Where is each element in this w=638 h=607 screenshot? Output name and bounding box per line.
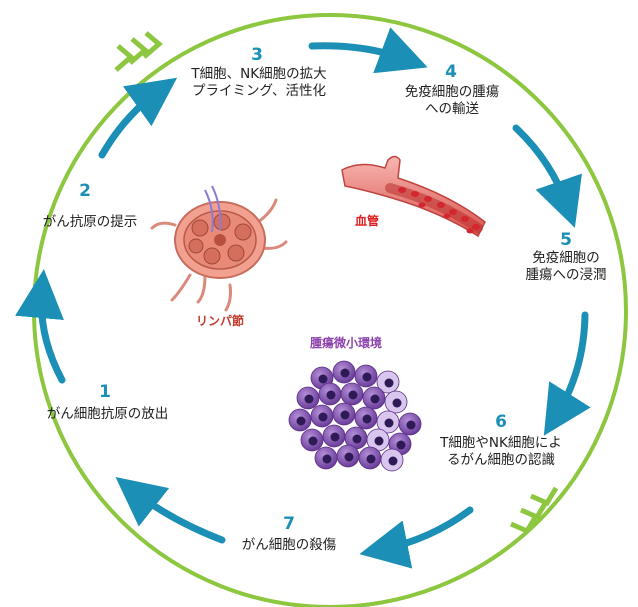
tumor-cell-nucleus xyxy=(388,456,398,466)
tumor-cell-nucleus xyxy=(392,398,402,408)
tumor-cells-icon xyxy=(288,360,422,472)
step-4-line-2: への輸送 xyxy=(425,101,479,117)
tumor-cell-nucleus xyxy=(384,418,394,428)
step-1-line-1: がん細胞抗原の放出 xyxy=(46,406,169,422)
arrow-4-to-5 xyxy=(512,124,582,228)
tumor-cell-nucleus xyxy=(326,390,336,400)
tumor-cell-nucleus xyxy=(318,374,328,384)
step-7-line-1: がん細胞の殺傷 xyxy=(241,537,337,553)
step-7-number: 7 xyxy=(283,514,295,534)
step-3-label: T細胞、NK細胞の拡大 プライミング、活性化 xyxy=(180,66,338,100)
step-6-line-2: るがん細胞の認識 xyxy=(447,452,555,468)
tumor-cell-nucleus xyxy=(340,368,350,378)
step-2-line-1: がん抗原の提示 xyxy=(42,214,138,230)
tumor-cell-nucleus xyxy=(352,434,362,444)
step-5-line-2: 腫瘍への浸潤 xyxy=(525,267,607,283)
lymph-node-icon xyxy=(150,185,288,312)
arrow-2-to-3 xyxy=(98,77,178,159)
step-5-line-1: 免疫細胞の xyxy=(532,250,600,266)
arrow-7-to-1 xyxy=(115,476,226,544)
step-5-number: 5 xyxy=(560,230,572,250)
tumor-cell-nucleus xyxy=(344,452,354,462)
step-4-label: 免疫細胞の腫瘍 への輸送 xyxy=(382,84,522,118)
tumor-cell-nucleus xyxy=(384,378,394,388)
step-4-line-1: 免疫細胞の腫瘍 xyxy=(404,84,500,100)
step-7-label: がん細胞の殺傷 xyxy=(228,537,350,554)
step-6-number: 6 xyxy=(495,412,507,432)
step-2-label: がん抗原の提示 xyxy=(35,214,145,231)
tumor-cell-nucleus xyxy=(308,436,318,446)
step-6-line-1: T細胞やNK細胞によ xyxy=(440,435,562,451)
arrow-5-to-6 xyxy=(543,311,591,436)
tumor-cell-nucleus xyxy=(330,432,340,442)
tumor-cell-nucleus xyxy=(322,454,332,464)
arrow-1-to-2 xyxy=(15,269,66,384)
blood-vessel-label: 血管 xyxy=(354,214,379,228)
step-4-number: 4 xyxy=(445,62,457,82)
step-1-number: 1 xyxy=(99,382,111,402)
lymph-node-label: リンパ節 xyxy=(195,314,244,328)
tumor-microenvironment-label: 腫瘍微小環境 xyxy=(309,336,382,350)
arrow-6-to-7 xyxy=(359,506,474,569)
step-3-line-2: プライミング、活性化 xyxy=(191,83,327,99)
step-3-number: 3 xyxy=(251,45,263,65)
tumor-cell-nucleus xyxy=(366,454,376,464)
tumor-cell-nucleus xyxy=(304,394,314,404)
tumor-cell-nucleus xyxy=(318,412,328,422)
tumor-cell-nucleus xyxy=(406,420,416,430)
step-3-line-1: T細胞、NK細胞の拡大 xyxy=(191,66,327,82)
tumor-cell-nucleus xyxy=(396,440,406,450)
step-6-label: T細胞やNK細胞によ るがん細胞の認識 xyxy=(412,435,590,469)
ring-chevron-bottom-icon xyxy=(509,486,559,535)
tumor-cell-nucleus xyxy=(370,394,380,404)
tumor-cell-nucleus xyxy=(374,436,384,446)
tumor-cell-nucleus xyxy=(296,416,306,426)
step-2-number: 2 xyxy=(79,181,91,201)
tumor-cell-nucleus xyxy=(340,410,350,420)
arrow-3-to-4 xyxy=(308,27,428,74)
blood-vessel-icon xyxy=(341,155,486,238)
step-5-label: 免疫細胞の 腫瘍への浸潤 xyxy=(506,250,626,284)
step-1-label: がん細胞抗原の放出 xyxy=(40,406,175,423)
tumor-cell-nucleus xyxy=(362,372,372,382)
tumor-cell-nucleus xyxy=(348,390,358,400)
tumor-cell-nucleus xyxy=(362,414,372,424)
ring-chevron-top-icon xyxy=(114,31,163,72)
